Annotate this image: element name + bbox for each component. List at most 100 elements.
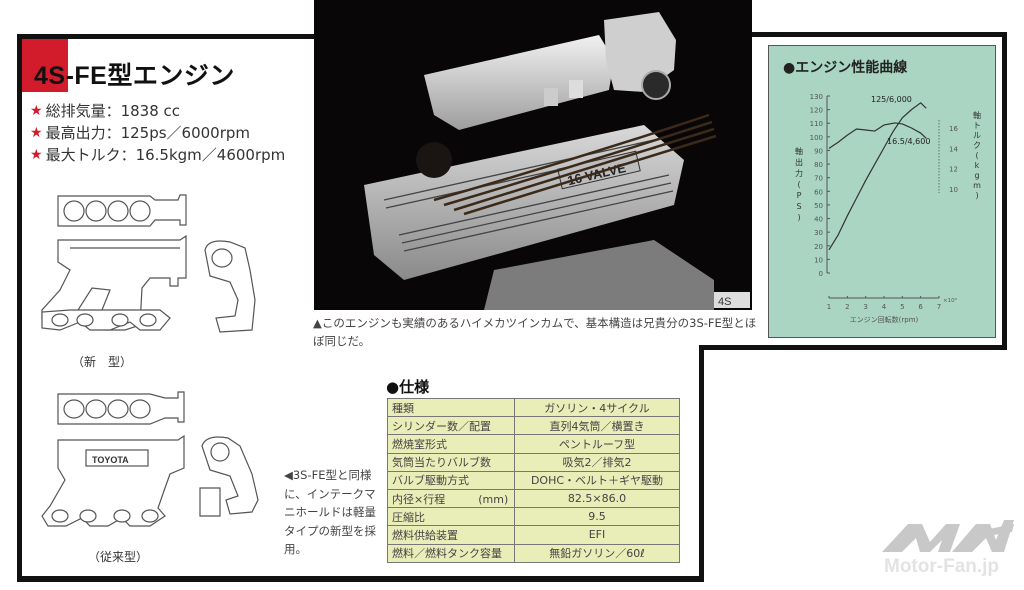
summary-row-max-torque: ★ 最大トルク：16.5kgm／4600rpm [30,144,285,166]
table-row: 燃焼室形式ペントルーフ型 [387,434,680,454]
spec-value: EFI [514,525,680,545]
y-left-tick-label: 10 [814,256,823,264]
spec-key: 燃料供給装置 [387,525,515,545]
x-unit-label: ×10³ [943,297,957,304]
frame-border-right-lower [699,345,704,582]
y-right-axis-label: g [974,171,979,180]
x-tick-label: 4 [882,303,887,311]
y-right-axis-label: ) [975,191,978,200]
manifold-side-caption: ◀3S-FE型と同様に、インテークマニホールドは軽量タイプの新型を採用。 [284,468,376,556]
torque-curve [828,122,927,149]
spec-value: 吸気2／排気2 [514,452,680,472]
frame-border-step [699,345,1007,350]
y-left-tick-label: 110 [810,120,823,128]
frame-border-top-right [745,32,1007,37]
photo-caption: ▲このエンジンも実績のあるハイメカツインカムで、基本構造は兄貴分の3S-FE型と… [313,316,757,348]
y-left-axis-label: 軸 [795,146,803,156]
logo-text: Motor-Fan.jp [884,556,1000,577]
new-intake-manifold-drawing [41,194,256,333]
x-tick-label: 1 [827,303,831,311]
y-left-tick-label: 0 [819,270,823,278]
y-left-tick-label: 130 [810,93,823,101]
title-red-accent [22,39,68,92]
spec-key: 種類 [387,397,515,418]
y-left-tick-label: 20 [814,243,823,251]
spec-key: 燃料／燃料タンク容量 [387,543,515,563]
y-left-tick-label: 30 [814,229,823,237]
y-left-tick-label: 60 [814,188,823,196]
y-left-tick-label: 100 [810,134,823,142]
frame-border-right-upper [1002,32,1007,350]
corner-tag-bg [714,292,750,308]
y-left-axis-label: P [797,191,802,200]
table-row: シリンダー数／配置直列4気筒／横置き [387,416,680,436]
y-left-tick-label: 80 [814,161,823,169]
power-peak-annotation: 125/6,000 [871,95,912,104]
x-tick-label: 7 [937,303,941,311]
frame-border-left [17,34,22,581]
y-right-axis-label: ル [973,131,981,140]
engine-summary: ★ 総排気量：1838 cc ★ 最高出力：125ps／6000rpm ★ 最大… [30,100,285,166]
x-tick-label: 3 [863,303,867,311]
spec-key: バルブ駆動方式 [387,470,515,490]
star-icon: ★ [30,147,43,163]
y-right-tick-label: 16 [949,125,958,133]
spec-value: 82.5×86.0 [514,488,680,509]
y-left-axis-label: 出 [795,157,803,167]
y-left-tick-label: 90 [814,147,823,155]
y-left-tick-label: 50 [814,202,823,210]
y-left-axis-label: ( [797,180,800,189]
spec-key: シリンダー数／配置 [387,416,515,436]
summary-row-max-power: ★ 最高出力：125ps／6000rpm [30,122,285,144]
summary-text: 最高出力：125ps／6000rpm [45,124,251,142]
torque-peak-annotation: 16.5/4,600 [887,137,930,146]
x-tick-label: 5 [900,303,904,311]
specs-table: 種類ガソリン・4サイクル シリンダー数／配置直列4気筒／横置き 燃焼室形式ペント… [387,397,680,563]
spec-value: ペントルーフ型 [514,434,680,454]
old-type-label: （従来型） [88,550,149,564]
y-left-tick-label: 120 [810,107,823,115]
performance-chart: 0102030405060708090100110120130101214161… [795,93,981,324]
new-type-label: （新 型） [72,355,133,369]
spec-value: ガソリン・4サイクル [514,397,680,418]
spec-value: 9.5 [514,507,680,527]
frame-border-bottom [17,576,704,582]
table-row: 気筒当たりバルブ数吸気2／排気2 [387,452,680,472]
x-axis-label: エンジン回転数(rpm) [850,315,919,324]
frame-border-top-left [17,34,317,39]
y-left-axis-label: ) [797,213,800,222]
spec-value: 無鉛ガソリン／60ℓ [514,543,680,563]
spec-key: 気筒当たりバルブ数 [387,452,515,472]
star-icon: ★ [30,125,43,141]
y-left-tick-label: 40 [814,216,823,224]
spec-key: 圧縮比 [387,507,515,527]
y-left-tick-label: 70 [814,175,823,183]
summary-row-displacement: ★ 総排気量：1838 cc [30,100,285,122]
table-row: 内径×行程 (mm)82.5×86.0 [387,488,680,509]
y-right-axis-label: ト [973,121,981,130]
chart-title: ●エンジン性能曲線 [783,60,908,76]
y-right-axis-label: ( [975,151,978,160]
y-right-tick-label: 10 [949,186,958,194]
y-right-tick-label: 12 [949,166,958,174]
page-title: 4S-FE型エンジン [34,62,235,90]
old-intake-manifold-drawing: TOYOTA [41,391,259,527]
y-right-axis-label: m [973,181,981,190]
y-left-axis-label: S [796,202,801,211]
engine-photo: 16 VALVE 4S [314,0,752,310]
corner-tag: 4S [718,296,731,308]
y-right-tick-label: 14 [949,145,958,153]
toyota-badge: TOYOTA [92,455,129,465]
y-right-axis-label: ク [973,141,981,150]
y-right-axis-label: 軸 [973,110,981,120]
y-right-axis-label: k [975,161,980,170]
star-icon: ★ [30,103,43,119]
summary-text: 総排気量：1838 cc [45,102,180,120]
x-tick-label: 2 [845,303,849,311]
engine-illustration: 16 VALVE 4S [314,0,752,310]
specs-heading: ●仕様 [386,378,430,396]
